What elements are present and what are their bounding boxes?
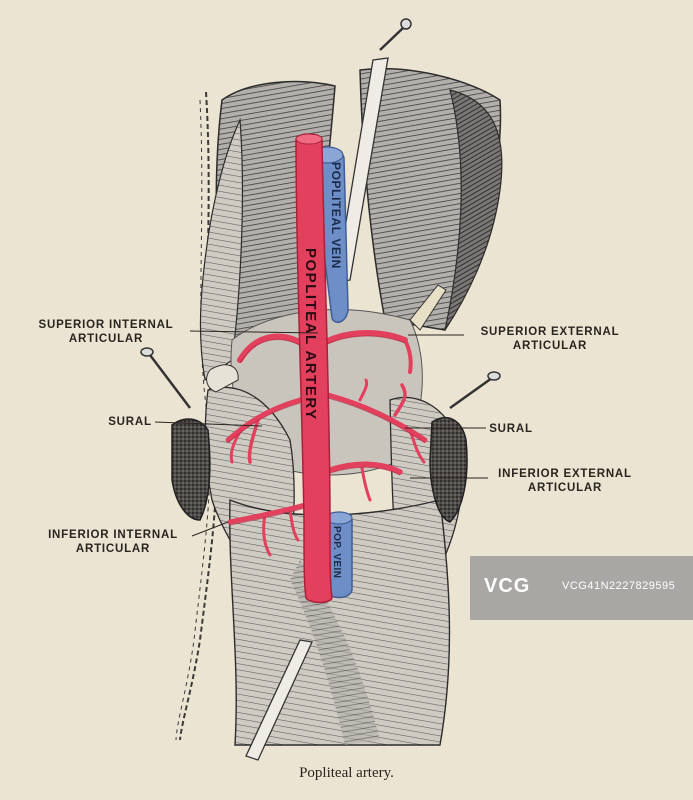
reflected-flap-left <box>171 418 211 521</box>
skin-outline-dashed-inner <box>175 99 211 741</box>
label-superior-external-articular: SUPERIOR EXTERNAL ARTICULAR <box>480 326 620 352</box>
leader-lines <box>154 330 488 537</box>
label-sural-left: SURAL <box>108 416 152 428</box>
popliteal-artery-trunk <box>295 133 333 604</box>
pin-left <box>140 347 191 409</box>
watermark-logo: VCG <box>484 575 531 597</box>
gracilis-muscle <box>199 117 244 382</box>
label-sural-right: SURAL <box>489 423 533 435</box>
watermark: VCG VCG41N2227829595 <box>470 556 693 620</box>
label-inferior-external-articular: INFERIOR EXTERNAL ARTICULAR <box>498 468 632 494</box>
vastus-muscle-right <box>444 89 503 331</box>
tendon-rod-lower <box>245 639 313 761</box>
arterial-branches <box>225 330 428 557</box>
figure-caption: Popliteal artery. <box>299 765 394 781</box>
reflected-flap-right <box>429 417 468 523</box>
tendon-stub-right <box>409 284 447 331</box>
label-pop-vein: POP. VEIN <box>331 526 342 578</box>
calf-tendon-shading <box>290 560 380 745</box>
label-inferior-internal-articular: INFERIOR INTERNAL ARTICULAR <box>48 529 178 555</box>
tendon-stub-left <box>206 364 239 393</box>
label-superior-internal-articular: SUPERIOR INTERNAL ARTICULAR <box>38 319 174 345</box>
label-popliteal-vein: POPLITEAL VEIN <box>329 162 343 269</box>
popliteal-artery-cut-end <box>295 133 323 145</box>
label-popliteal-artery: POPLITEAL ARTERY <box>302 248 319 421</box>
watermark-id: VCG41N2227829595 <box>562 580 676 592</box>
pin-top <box>379 18 412 51</box>
pin-right <box>449 371 501 410</box>
tendon-rod-upper <box>335 57 389 283</box>
